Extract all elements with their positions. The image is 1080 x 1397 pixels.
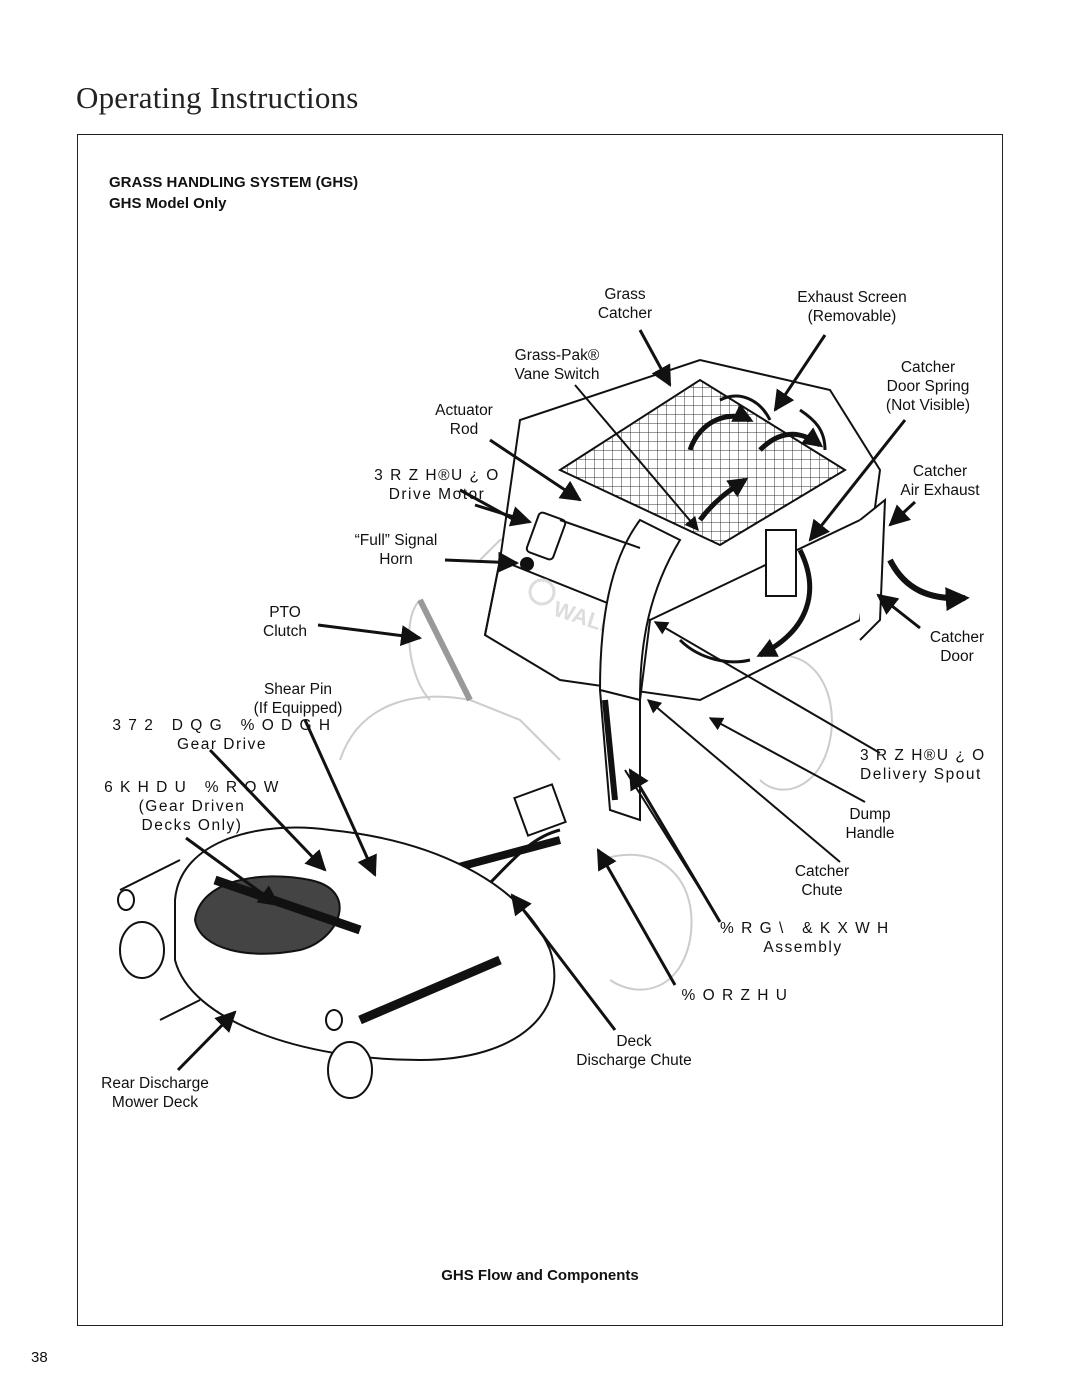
label-power-flow-drive-motor: 3 R Z H®U ¿ O Drive Motor	[374, 467, 500, 503]
figure-frame	[77, 134, 1003, 1326]
page-number: 38	[31, 1349, 48, 1366]
label-grass-pak-vane-switch: Grass-Pak® Vane Switch	[514, 347, 600, 383]
label-catcher-chute: Catcher Chute	[794, 863, 850, 899]
page-title: Operating Instructions	[76, 80, 359, 115]
label-power-flow-delivery-spout: 3 R Z H®U ¿ O Delivery Spout	[860, 747, 986, 783]
flow-arrows	[678, 394, 970, 664]
label-deck-discharge-chute: Deck Discharge Chute	[576, 1033, 692, 1069]
label-catcher-air-exhaust: Catcher Air Exhaust	[900, 463, 980, 499]
label-blower: % O R Z H U	[681, 987, 789, 1004]
label-grass-catcher: Grass Catcher	[597, 286, 653, 322]
label-catcher-door: Catcher Door	[929, 629, 985, 665]
section-subheading: GHS Model Only	[109, 195, 227, 212]
label-pto-clutch: PTO Clutch	[263, 604, 307, 640]
label-full-signal-horn: “Full” Signal Horn	[354, 532, 438, 568]
drive-motor	[520, 511, 641, 571]
walker-emblem	[528, 578, 556, 606]
label-actuator-rod: Actuator Rod	[435, 402, 493, 438]
label-shear-bolt: 6 K H D U % R O W (Gear Driven Decks Onl…	[104, 779, 280, 834]
label-rear-discharge-mower-deck: Rear Discharge Mower Deck	[101, 1075, 209, 1111]
caster-wheels	[117, 889, 373, 1099]
label-dump-handle: Dump Handle	[845, 806, 895, 842]
leader-arrows	[176, 329, 921, 1072]
label-catcher-door-spring: Catcher Door Spring (Not Visible)	[885, 359, 971, 414]
label-exhaust-screen: Exhaust Screen (Removable)	[797, 289, 907, 325]
pto-lever	[417, 598, 473, 702]
figure-caption: GHS Flow and Components	[441, 1267, 639, 1284]
label-body-chute-assembly: % R G \ & K X W H Assembly	[720, 920, 890, 956]
section-heading: GRASS HANDLING SYSTEM (GHS)	[109, 174, 359, 191]
grass-catcher	[483, 358, 887, 702]
label-shear-pin: Shear Pin (If Equipped)	[253, 681, 343, 717]
label-pto-blade-gear-drive: 3 7 2 D Q G % O D G H Gear Drive	[112, 717, 332, 753]
